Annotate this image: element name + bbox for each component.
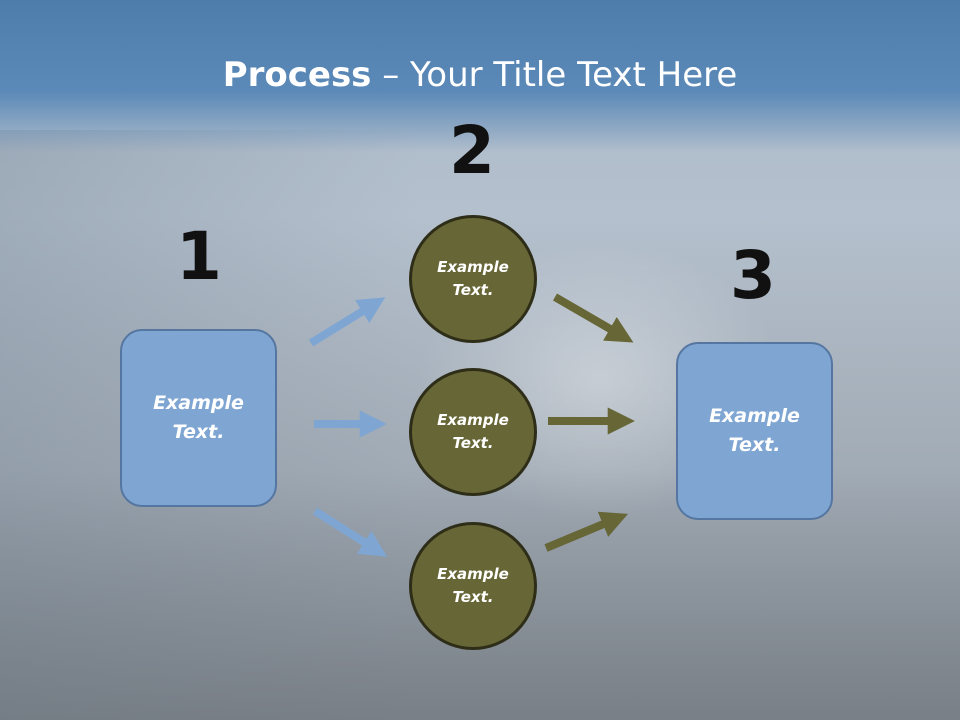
step-number-1: 1: [176, 218, 222, 295]
step-number-3: 3: [730, 237, 776, 314]
title-banner: [0, 0, 960, 152]
title-rest: – Your Title Text Here: [371, 55, 738, 95]
process-circle-middle: Example Text.: [409, 368, 537, 496]
right-process-box: Example Text.: [676, 342, 833, 520]
left-box-text-line1: Example: [153, 392, 244, 414]
circle-middle-text-line2: Text.: [452, 434, 494, 452]
circle-middle-text-line1: Example: [437, 411, 509, 429]
arrow-box-to-circle-bottom: [312, 507, 388, 557]
arrow-circle-bottom-to-box: [544, 511, 629, 552]
circle-bottom-text-line2: Text.: [452, 588, 494, 606]
circle-bottom-text-line1: Example: [437, 565, 509, 583]
circle-top-text-line1: Example: [437, 258, 509, 276]
step-number-2: 2: [449, 112, 495, 189]
slide-title: Process – Your Title Text Here: [0, 52, 960, 98]
arrow-box-to-circle-top: [308, 297, 386, 347]
left-process-box: Example Text.: [120, 329, 277, 507]
right-box-text-line2: Text.: [728, 434, 781, 456]
arrow-circle-top-to-box: [552, 293, 634, 343]
circle-top-text-line2: Text.: [452, 281, 494, 299]
process-circle-top: Example Text.: [409, 215, 537, 343]
left-box-text-line2: Text.: [172, 421, 225, 443]
title-bold: Process: [222, 55, 372, 95]
process-circle-bottom: Example Text.: [409, 522, 537, 650]
right-box-text-line1: Example: [709, 405, 800, 427]
